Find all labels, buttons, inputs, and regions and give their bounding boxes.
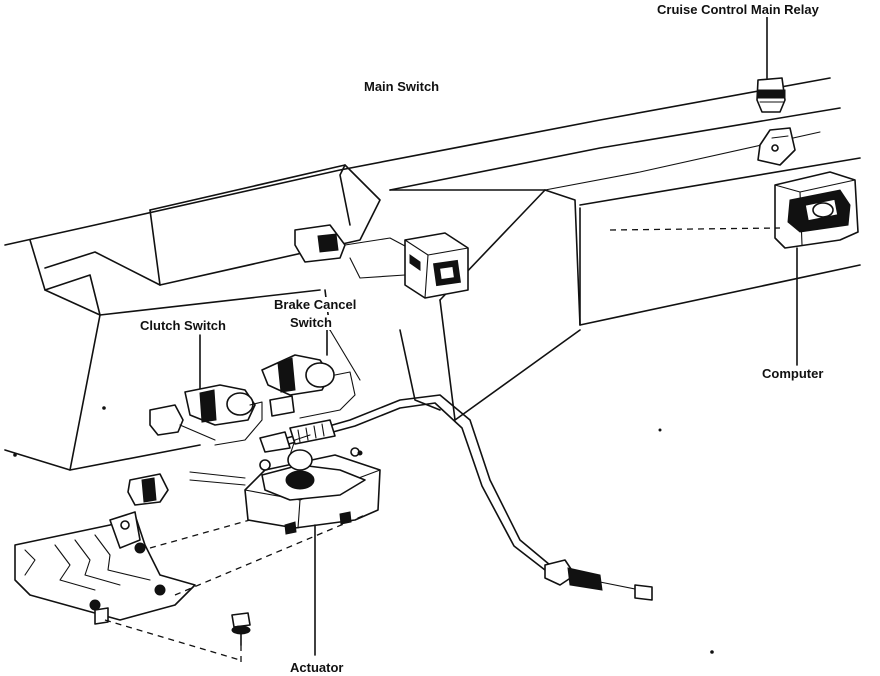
main-switch-connector [294, 224, 406, 263]
label-clutch-switch: Clutch Switch [138, 318, 228, 333]
main-relay [756, 15, 786, 113]
clutch-switch [149, 334, 263, 446]
main-switch [349, 232, 469, 299]
label-computer: Computer [760, 366, 826, 381]
actuator-bracket [14, 511, 366, 661]
label-brake-cancel-switch-line2: Switch [288, 315, 334, 330]
brake-cancel-switch [261, 329, 356, 419]
actuator-cable-end [544, 559, 653, 601]
label-actuator: Actuator [288, 660, 346, 675]
computer-unit [609, 171, 859, 366]
bracket-bolt [231, 612, 251, 662]
actuator-unit [127, 434, 381, 656]
relay-bracket [757, 127, 796, 166]
label-cruise-control-main-relay: Cruise Control Main Relay [655, 2, 821, 17]
label-brake-cancel-switch-line1: Brake Cancel [272, 297, 359, 312]
label-main-switch: Main Switch [362, 79, 442, 94]
small-dots [13, 406, 714, 654]
wiring-harness [259, 394, 551, 571]
